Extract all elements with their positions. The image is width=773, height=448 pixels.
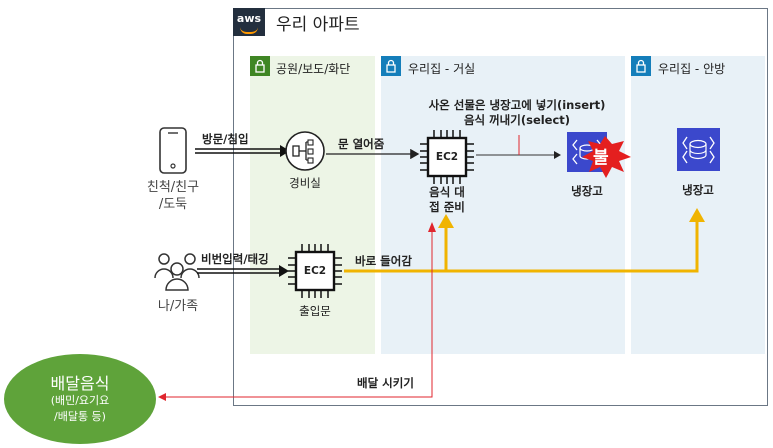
order-arrow <box>158 222 436 401</box>
password-arrow <box>197 265 289 277</box>
delivery-title: 배달음식 <box>50 374 110 393</box>
delivery-sub: (배민/요기요 /배달통 등) <box>4 393 156 425</box>
visitor-label: 친척/친구 /도둑 <box>136 179 210 213</box>
aws-logo: aws <box>233 8 265 36</box>
visitor-label-line: /도둑 <box>158 197 188 212</box>
food-prep-line: 음식 대 <box>429 185 465 199</box>
zone-room-label: 우리집 - 안방 <box>658 62 726 76</box>
aws-logo-text: aws <box>236 12 262 25</box>
delivery-sub-line: (배민/요기요 <box>50 394 110 407</box>
database-icon <box>677 128 720 171</box>
order-label: 배달 시키기 <box>357 376 414 390</box>
ec2-chip-icon <box>420 130 474 184</box>
visitor-label-line: 친척/친구 <box>146 180 200 195</box>
aws-smile-icon <box>240 27 258 34</box>
visit-arrow <box>195 145 290 157</box>
fridge-living-label: 냉장고 <box>571 184 603 198</box>
arrowhead <box>689 208 705 222</box>
guard-label: 경비실 <box>289 176 321 190</box>
prep-chip-label: EC2 <box>435 151 459 163</box>
door-chip-label: EC2 <box>303 265 327 277</box>
enter-label: 바로 들어감 <box>355 254 412 268</box>
ec2-chip-icon <box>288 244 342 298</box>
family-label: 나/가족 <box>157 299 199 314</box>
open-door-label: 문 열어줌 <box>338 137 385 151</box>
password-label: 비번입력/태깅 <box>201 252 269 266</box>
lock-icon <box>631 56 651 76</box>
mobile-phone-icon <box>159 127 187 174</box>
food-prep-label: 음식 대 접 준비 <box>416 185 478 215</box>
fridge-room-label: 냉장고 <box>682 183 714 197</box>
select-label: 음식 꺼내기(select) <box>463 113 571 127</box>
enter-arrow <box>344 220 699 273</box>
apartment-title: 우리 아파트 <box>276 15 360 35</box>
lock-icon <box>381 56 401 76</box>
delivery-sub-line: /배달통 등) <box>54 410 106 423</box>
aws-cloud-frame <box>233 8 768 406</box>
zone-living-room <box>381 56 625 354</box>
zone-living-label: 우리집 - 거실 <box>408 62 476 76</box>
delivery-ellipse <box>4 354 156 444</box>
family-users-icon <box>154 253 200 291</box>
fire-label: 불 <box>593 148 609 168</box>
lock-icon <box>250 56 270 76</box>
food-prep-line: 접 준비 <box>429 200 465 214</box>
insert-label: 사온 선물은 냉장고에 넣기(insert) <box>428 98 606 112</box>
insert-select-label: 사온 선물은 냉장고에 넣기(insert) 음식 꺼내기(select) <box>421 98 613 128</box>
arrowhead <box>438 214 454 228</box>
visit-label: 방문/침입 <box>202 132 249 146</box>
guard-house-icon <box>285 131 325 171</box>
zone-bedroom <box>631 56 765 354</box>
fire-burst-icon <box>582 136 631 178</box>
door-label: 출입문 <box>299 304 331 318</box>
zone-park <box>250 56 375 354</box>
zone-park-label: 공원/보도/화단 <box>276 62 351 76</box>
